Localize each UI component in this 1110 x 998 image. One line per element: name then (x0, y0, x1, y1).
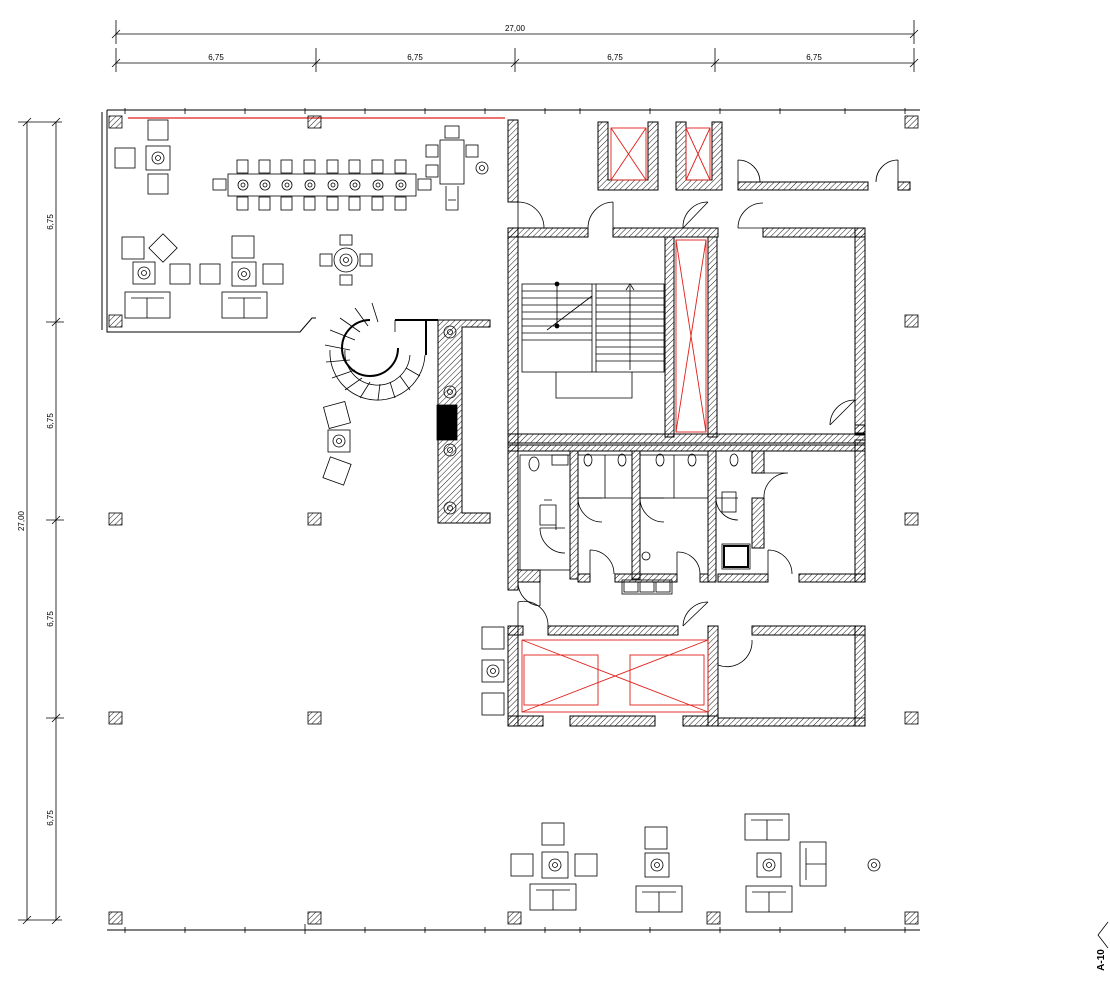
door-swing-icon (517, 600, 549, 627)
door-swing-icon (682, 201, 709, 229)
toilet-icon (617, 453, 627, 467)
toilet-icon (729, 453, 739, 467)
shaft-cross-icon (521, 639, 709, 713)
toilet-icon (583, 453, 593, 467)
door-swing-icon (829, 399, 856, 426)
columns (108, 115, 919, 925)
toilet-icon (528, 456, 540, 472)
hatched-column-icon (904, 314, 919, 328)
door-swing-icon (517, 201, 545, 229)
dim-bay-v-3: 6,75 (46, 611, 55, 627)
door-swing-icon (763, 472, 789, 499)
dim-overall-horizontal: 27,00 (505, 24, 526, 33)
sheet-code: A-10 (1096, 949, 1107, 971)
door-swing-icon (517, 581, 541, 607)
urinal-icon (621, 579, 673, 595)
slab-ticks (124, 108, 906, 934)
door-swing-icon (767, 549, 793, 575)
core-walls (437, 119, 911, 727)
door-swing-icon (539, 527, 566, 554)
hatched-column-icon (307, 911, 322, 925)
door-swing-icon (875, 159, 899, 183)
hatched-column-icon (108, 314, 123, 328)
top-dimension-chain (111, 20, 919, 72)
spiral-staircase (324, 302, 438, 401)
stove-icon (436, 404, 458, 441)
door-swing-icon (587, 201, 614, 229)
hatched-column-icon (307, 711, 322, 725)
furniture (114, 119, 881, 913)
shaft-cross-icon (685, 127, 711, 181)
hatched-column-icon (108, 911, 123, 925)
hatched-column-icon (904, 512, 919, 526)
door-swing-icon (577, 497, 603, 523)
door-swing-icon (715, 497, 739, 521)
dim-bay-v-2: 6,75 (46, 413, 55, 429)
door-swing-icon (589, 549, 615, 575)
dim-bay-v-4: 6,75 (46, 810, 55, 826)
wheelchair-icon (539, 499, 557, 530)
long-table (227, 173, 417, 197)
hatched-column-icon (108, 512, 123, 526)
dim-overall-vertical: 27,00 (17, 510, 26, 531)
hatched-column-icon (108, 115, 123, 129)
staircase (521, 281, 665, 399)
hatched-column-icon (307, 512, 322, 526)
left-dimension-chain (18, 117, 64, 925)
door-swing-icon (639, 497, 665, 523)
toilet-icon (655, 453, 665, 467)
plate-icons (237, 179, 407, 191)
hatched-column-icon (706, 911, 721, 925)
sanitary-fixtures (519, 453, 751, 595)
dim-bay-v-1: 6,75 (46, 214, 55, 230)
chair-icons (212, 159, 432, 211)
shaft-cross-icon (675, 239, 707, 433)
shower-icon (721, 543, 751, 570)
door-swing-icon (676, 551, 701, 575)
hatched-column-icon (307, 115, 322, 129)
shafts (521, 127, 711, 713)
slab-outline (101, 109, 920, 931)
door-swing-icon (737, 159, 761, 183)
hatched-column-icon (904, 911, 919, 925)
door-swing-icon (682, 601, 709, 627)
dim-bay-h-2: 6,75 (407, 53, 423, 62)
hatched-column-icon (904, 115, 919, 129)
door-swing-icon (737, 202, 764, 229)
door-swing-icon (717, 639, 753, 668)
shaft-cross-icon (610, 127, 647, 181)
dim-bay-h-4: 6,75 (806, 53, 822, 62)
hatched-column-icon (904, 711, 919, 725)
dim-bay-h-3: 6,75 (607, 53, 623, 62)
toilet-icon (687, 453, 697, 467)
sheet-code-marker: A-10 (1096, 921, 1109, 971)
hatched-column-icon (108, 711, 123, 725)
hatched-column-icon (507, 911, 522, 925)
dim-bay-h-1: 6,75 (208, 53, 224, 62)
